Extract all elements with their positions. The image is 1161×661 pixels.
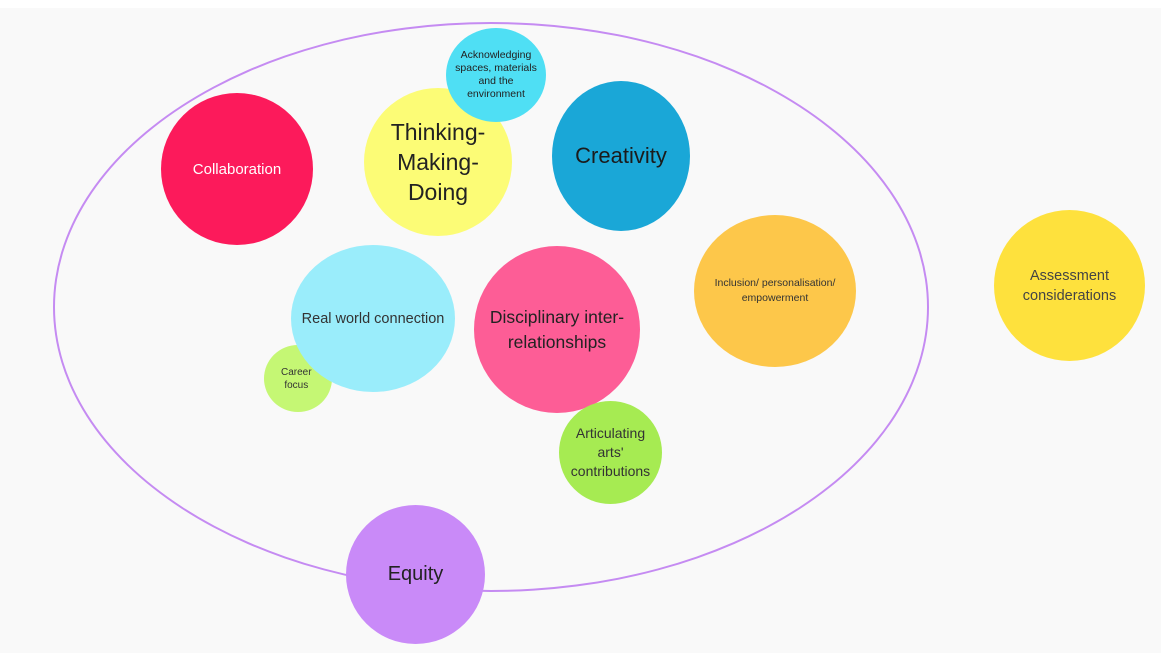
bubble-acknowledging[interactable]: Acknowledging spaces, materials and the … [446,28,546,122]
bubble-label-assessment: Assessment considerations [1022,267,1117,304]
bubble-real-world[interactable]: Real world connection [291,245,455,392]
bubble-disciplinary[interactable]: Disciplinary inter- relationships [474,246,640,413]
bubble-creativity[interactable]: Creativity [552,81,690,231]
bubble-label-inclusion: Inclusion/ personalisation/ empowerment [714,277,836,304]
bubble-equity[interactable]: Equity [346,505,485,644]
bubble-inclusion[interactable]: Inclusion/ personalisation/ empowerment [694,215,856,367]
bubble-assessment[interactable]: Assessment considerations [994,210,1145,361]
bubble-label-disciplinary: Disciplinary inter- relationships [489,306,625,352]
bubble-thinking-making-doing[interactable]: Thinking- Making- Doing [364,88,512,236]
bubble-collaboration[interactable]: Collaboration [161,93,313,245]
bubble-label-thinking-making-doing: Thinking- Making- Doing [390,119,486,205]
bubble-label-equity: Equity [387,563,444,585]
bubble-label-career: Career focus [281,366,312,391]
bubble-label-creativity: Creativity [575,143,667,168]
bubble-label-articulating: Articulating arts' contributions [570,425,651,479]
bubble-label-collaboration: Collaboration [192,160,282,178]
bubble-label-real-world: Real world connection [301,310,445,327]
bubble-articulating[interactable]: Articulating arts' contributions [559,401,662,504]
diagram-canvas: Collaboration Thinking- Making- Doing Ac… [0,8,1161,653]
bubble-label-acknowledging: Acknowledging spaces, materials and the … [455,49,537,100]
enclosing-ellipse [53,22,929,592]
